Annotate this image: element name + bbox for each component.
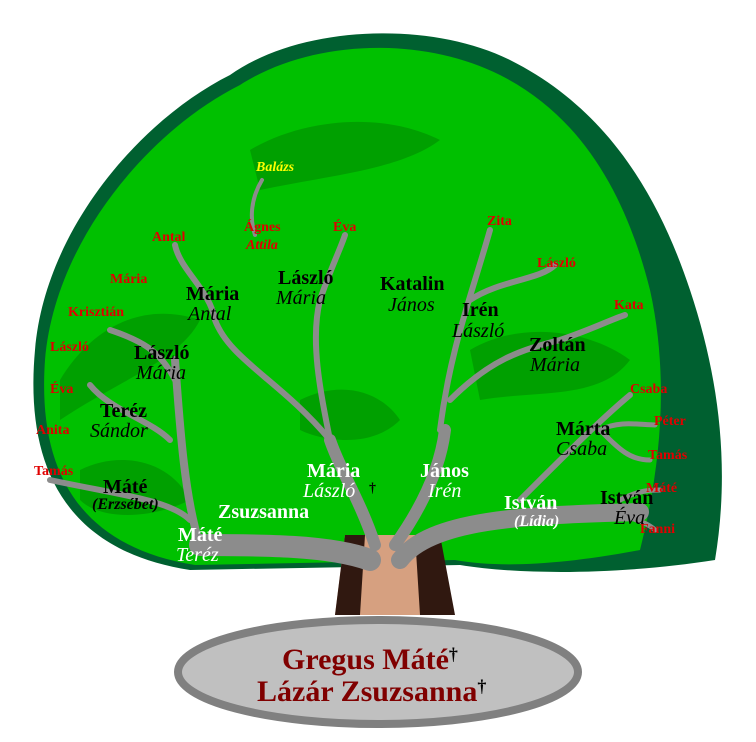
name-iren: Irén — [462, 299, 499, 321]
name-balazs: Balázs — [256, 160, 295, 175]
name-tamas: Tamás — [648, 448, 688, 463]
spouse-lidia: (Lídia) — [514, 513, 560, 530]
name-mate: Máté — [103, 476, 148, 498]
name-eva: Éva — [50, 382, 74, 397]
spouse-sandor: Sándor — [90, 420, 148, 442]
spouse-maria: Mária — [530, 354, 580, 376]
name-antal: Antal — [152, 230, 186, 245]
name-eva: Éva — [333, 220, 357, 235]
trunk-shadow — [335, 535, 455, 615]
spouse-erzsebet: (Erzsébet) — [92, 496, 159, 513]
name-attila: Attila — [246, 238, 278, 253]
name-krisztian: Krisztián — [68, 305, 124, 320]
name-istvan: István — [600, 487, 654, 509]
spouse-eva: Éva — [614, 507, 646, 529]
name-anita: Anita — [36, 423, 70, 438]
spouse-iren: Irén — [428, 480, 462, 502]
name-maria: Mária — [186, 283, 240, 305]
name-tamas: Tamás — [34, 464, 74, 479]
spouse-terez: Teréz — [176, 544, 219, 566]
root-name-gregus-mate: Gregus Máté† — [282, 645, 458, 675]
deceased-cross-icon: † — [448, 644, 458, 664]
spouse-maria: Mária — [136, 362, 186, 384]
name-laszlo: László — [537, 256, 576, 271]
name-maria: Mária — [307, 460, 361, 482]
name-laszlo: László — [134, 342, 190, 364]
name-csaba: Csaba — [630, 382, 668, 397]
deceased-cross-icon: † — [369, 481, 376, 496]
name-terez: Teréz — [100, 400, 148, 422]
spouse-laszlo: László — [452, 320, 505, 342]
branches — [47, 178, 663, 571]
name-katalin: Katalin — [380, 273, 445, 295]
canopy-light — [44, 47, 661, 566]
deceased-cross-icon: † — [477, 676, 487, 696]
spouse-maria: Mária — [276, 287, 326, 309]
name-janos: János — [420, 460, 469, 482]
name-zoltan: Zoltán — [529, 334, 586, 356]
name-istvan: István — [504, 492, 558, 514]
root-line1: Gregus Máté — [282, 643, 449, 676]
spouse-janos: János — [388, 294, 435, 316]
name-zsuzsanna: Zsuzsanna — [218, 501, 310, 523]
name-agnes: Ágnes — [244, 220, 281, 235]
root-base — [174, 616, 582, 728]
spouse-antal: Antal — [188, 303, 232, 325]
root-line2: Lázár Zsuzsanna — [257, 675, 478, 708]
name-laszlo: László — [50, 340, 89, 355]
spouse-csaba: Csaba — [556, 438, 608, 460]
root-name-lazar-zsuzsanna: Lázár Zsuzsanna† — [257, 677, 486, 707]
name-mate: Máté — [646, 481, 678, 496]
name-marta: Márta — [556, 418, 611, 440]
name-laszlo: László — [278, 267, 334, 289]
name-maria: Mária — [110, 272, 148, 287]
name-fanni: Fanni — [640, 522, 676, 537]
name-peter: Péter — [654, 414, 686, 429]
name-zita: Zita — [487, 214, 512, 229]
spouse-laszlo: László — [303, 480, 356, 502]
name-kata: Kata — [614, 298, 644, 313]
name-mate: Máté — [178, 524, 223, 546]
